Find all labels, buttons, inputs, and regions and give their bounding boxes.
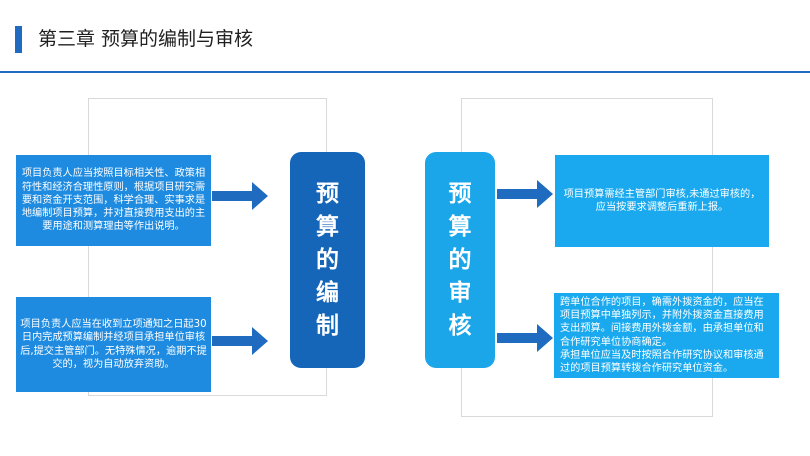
cross-unit-funding-text: 跨单位合作的项目，确需外拨资金的，应当在项目预算中单独列示，并附外拨资金直接费用… bbox=[560, 296, 773, 375]
page-title: 第三章 预算的编制与审核 bbox=[38, 28, 254, 50]
title-accent-bar bbox=[15, 26, 22, 53]
right-arrow-icon bbox=[212, 182, 268, 210]
budget-review-label: 预算的审核 bbox=[448, 180, 472, 339]
budget-submission-deadline-box: 项目负责人应当在收到立项通知之日起30日内完成预算编制并经项目承担单位审核后,提… bbox=[16, 297, 211, 392]
department-review-text: 项目预算需经主管部门审核,未通过审核的，应当按要求调整后重新上报。 bbox=[563, 188, 761, 213]
department-review-box: 项目预算需经主管部门审核,未通过审核的，应当按要求调整后重新上报。 bbox=[555, 155, 769, 247]
budget-preparation-principle-box: 项目负责人应当按照目标相关性、政策相符性和经济合理性原则，根据项目研究需要和资金… bbox=[16, 155, 211, 246]
budget-preparation-principle-text: 项目负责人应当按照目标相关性、政策相符性和经济合理性原则，根据项目研究需要和资金… bbox=[21, 168, 206, 233]
right-arrow-icon bbox=[497, 180, 553, 208]
budget-preparation-label: 预算的编制 bbox=[316, 180, 339, 339]
cross-unit-funding-line: 承担单位应当及时按照合作研究协议和审核通过的项目预算转拨合作研究单位资金。 bbox=[560, 349, 764, 374]
right-arrow-icon bbox=[212, 327, 268, 355]
cross-unit-funding-box: 跨单位合作的项目，确需外拨资金的，应当在项目预算中单独列示，并附外拨资金直接费用… bbox=[554, 293, 779, 378]
budget-preparation-pillar: 预算的编制 bbox=[290, 152, 365, 368]
right-arrow-icon bbox=[497, 324, 553, 352]
budget-review-pillar: 预算的审核 bbox=[425, 152, 495, 368]
header-divider bbox=[0, 71, 810, 73]
cross-unit-funding-line: 跨单位合作的项目，确需外拨资金的，应当在项目预算中单独列示，并附外拨资金直接费用… bbox=[560, 296, 764, 348]
budget-submission-deadline-text: 项目负责人应当在收到立项通知之日起30日内完成预算编制并经项目承担单位审核后,提… bbox=[20, 319, 207, 370]
